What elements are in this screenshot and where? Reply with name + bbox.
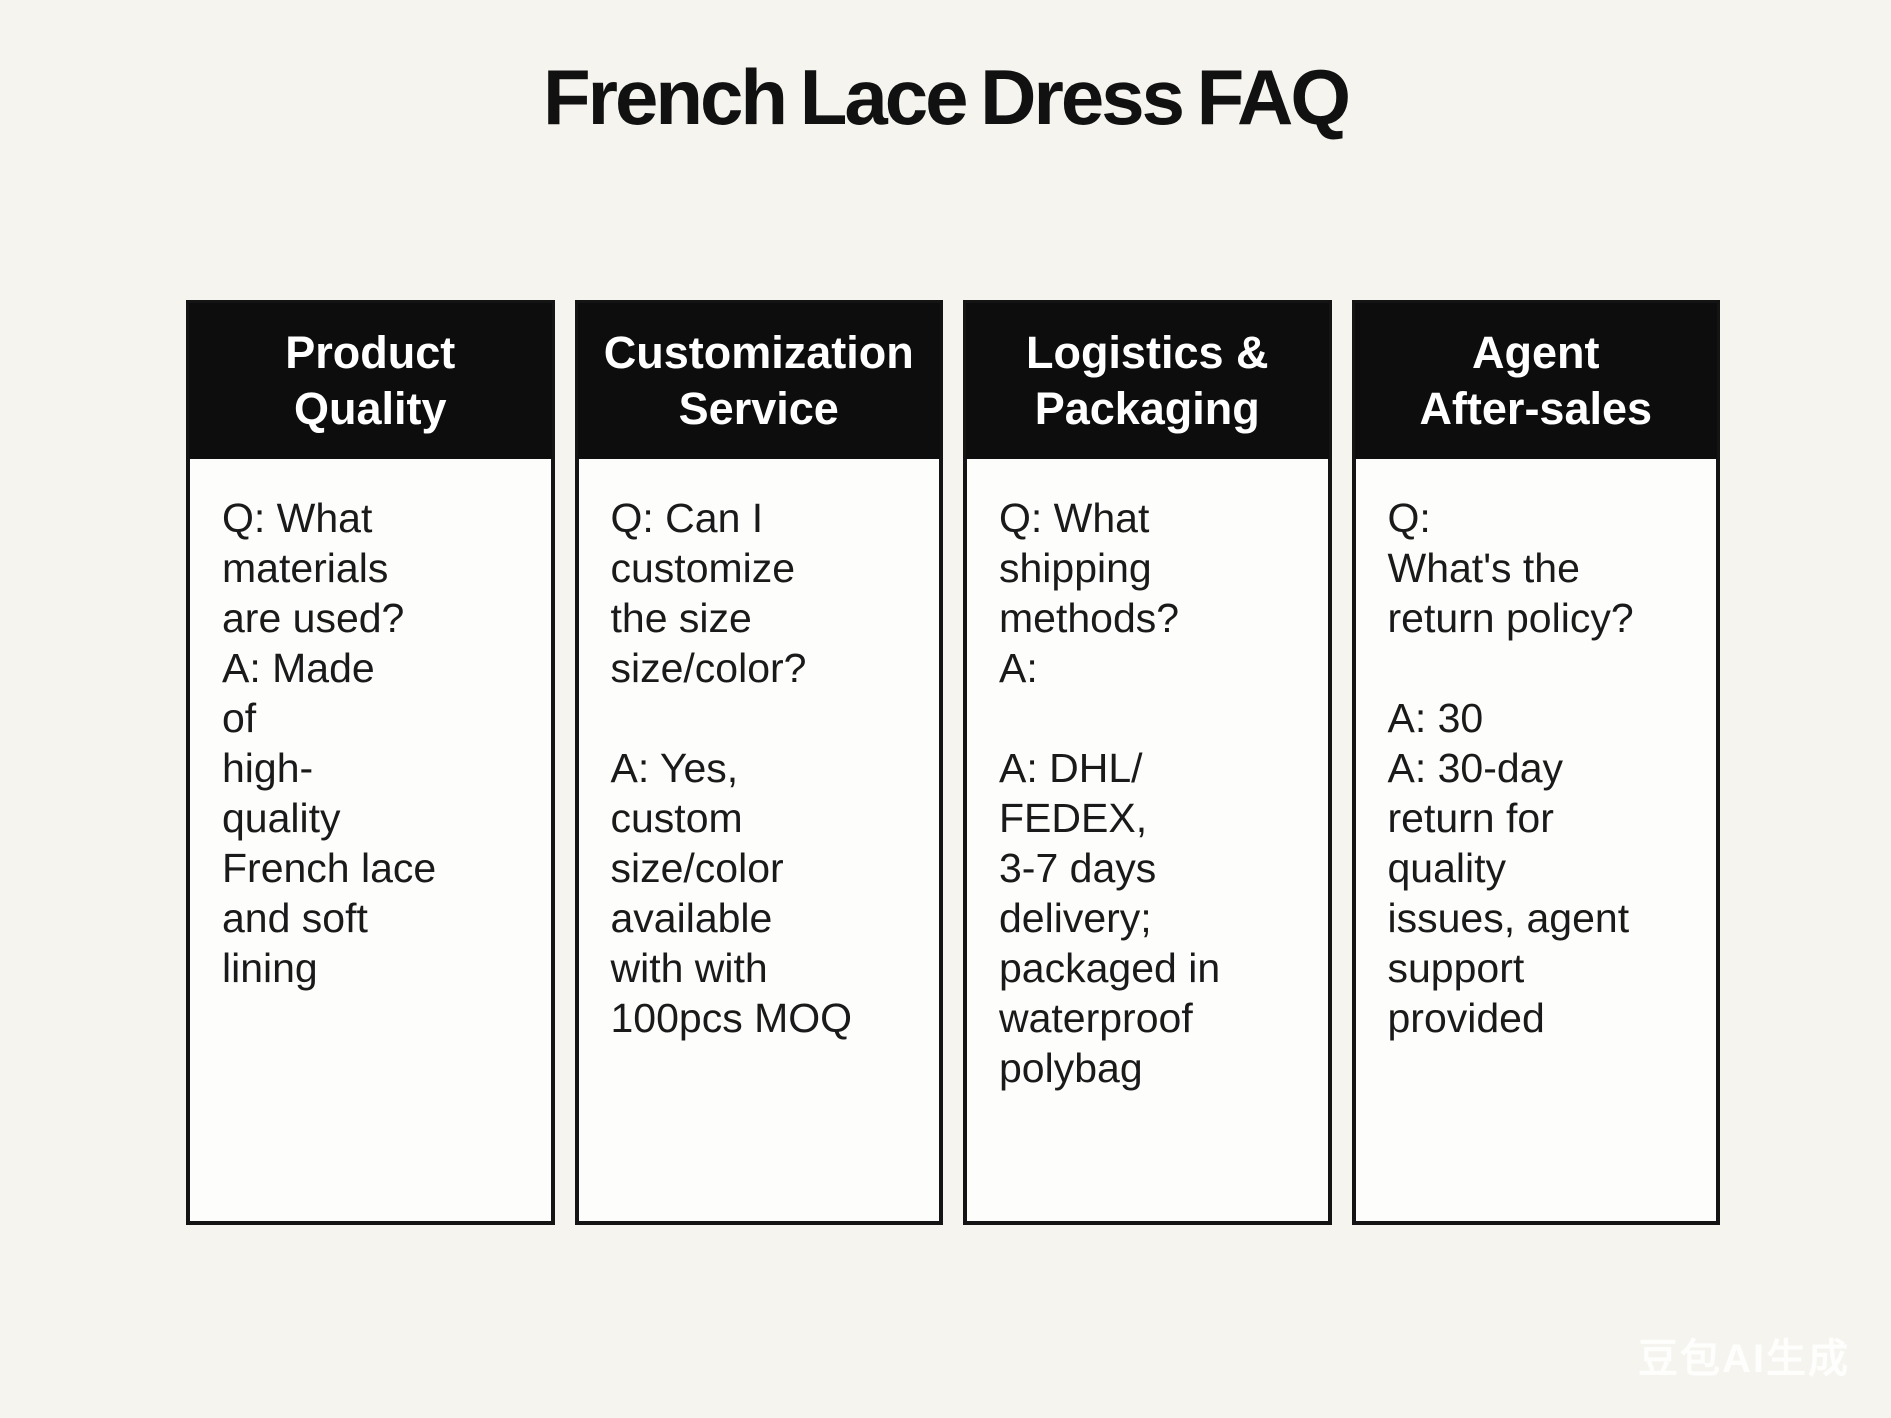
watermark: 豆包AI生成 bbox=[1638, 1337, 1850, 1381]
column-body: Q: What shipping methods? A: A: DHL/ FED… bbox=[999, 495, 1221, 1091]
column-header: Logistics & Packaging bbox=[966, 303, 1329, 459]
faq-board: Product Quality Q: What materials are us… bbox=[186, 300, 1720, 1225]
faq-column-product-quality: Product Quality Q: What materials are us… bbox=[186, 300, 555, 1225]
column-body: Q: Can I customize the size size/color? … bbox=[610, 495, 853, 1041]
column-header: Agent After-sales bbox=[1354, 303, 1717, 459]
faq-column-customization-service: Customization Service Q: Can I customize… bbox=[574, 300, 943, 1225]
column-body: Q: What's the return policy? A: 30 A: 30… bbox=[1387, 495, 1634, 1041]
column-header: Customization Service bbox=[577, 303, 940, 459]
column-header: Product Quality bbox=[189, 303, 552, 459]
column-body: Q: What materials are used? A: Made of h… bbox=[222, 495, 437, 991]
page-title: French Lace Dress FAQ bbox=[542, 53, 1351, 141]
faq-column-agent-after-sales: Agent After-sales Q: What's the return p… bbox=[1351, 300, 1720, 1225]
faq-column-logistics-packaging: Logistics & Packaging Q: What shipping m… bbox=[963, 300, 1332, 1225]
